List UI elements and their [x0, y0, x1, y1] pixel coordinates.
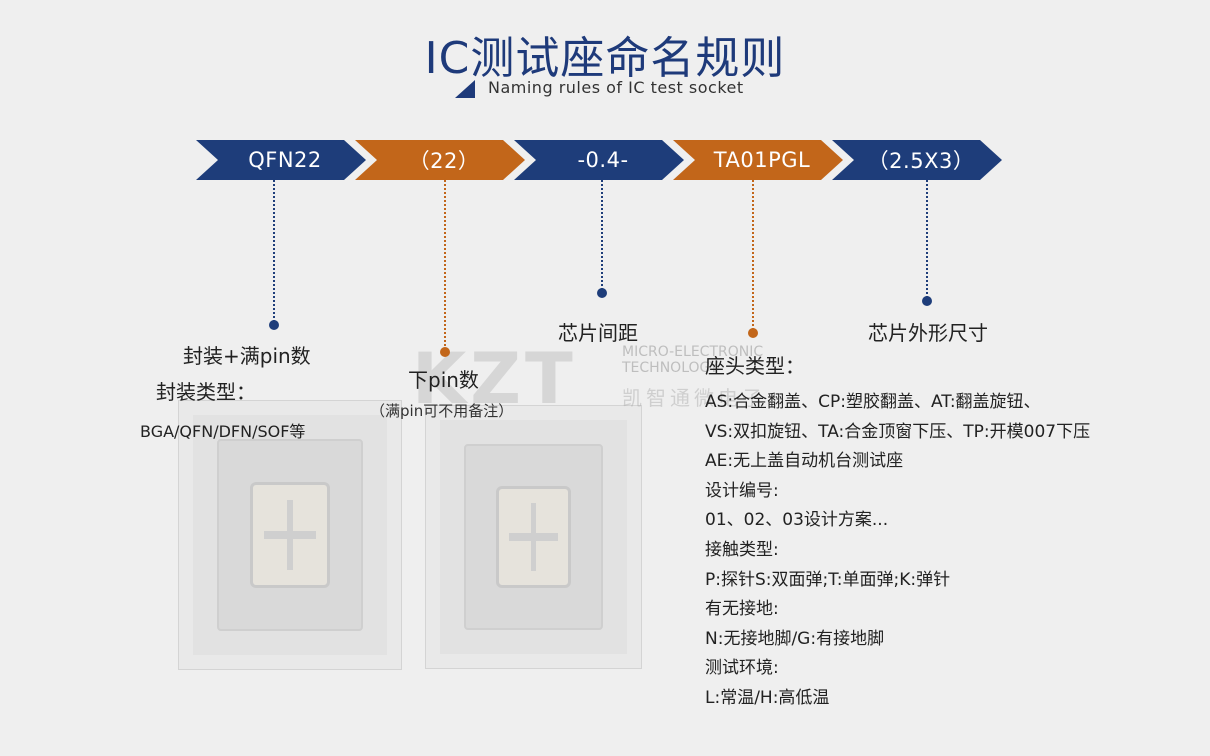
detail-item: 01、02、03设计方案... [705, 510, 889, 531]
detail-list: AS:合金翻盖、CP:塑胶翻盖、AT:翻盖旋钮、 VS:双扣旋钮、TA:合金顶窗… [705, 388, 1090, 714]
watermark-subtext: MICRO-ELECTRONIC TECHNOLOGY [622, 344, 764, 376]
connector-dot-socket-code [748, 328, 758, 338]
detail-item: 设计编号: [705, 480, 779, 501]
detail-item: N:无接地脚/G:有接地脚 [705, 628, 885, 649]
label-package-type-values: BGA/QFN/DFN/SOF等 [140, 422, 306, 441]
label-down-pin: 下pin数 [408, 368, 479, 392]
detail-item: 接触类型: [705, 539, 779, 560]
label-package-type-title: 封装类型： [156, 380, 256, 404]
watermark-logo: KZT [412, 338, 577, 420]
connector-line-package [273, 180, 275, 322]
segment-pitch: -0.4- [514, 140, 684, 180]
label-chip-size: 芯片外形尺寸 [868, 321, 988, 345]
detail-item: 有无接地: [705, 599, 779, 620]
detail-item: L:常温/H:高低温 [705, 687, 830, 708]
triangle-icon [455, 80, 475, 98]
label-pitch: 芯片间距 [558, 321, 638, 345]
page-title: IC测试座命名规则 [424, 33, 786, 84]
segment-socket-code: TA01PGL [673, 140, 843, 180]
connector-dot-package [269, 320, 279, 330]
page-subtitle: Naming rules of IC test socket [488, 78, 744, 97]
connector-line-pitch [601, 180, 603, 290]
detail-item: AS:合金翻盖、CP:塑胶翻盖、AT:翻盖旋钮、 [705, 392, 1041, 412]
connector-line-size [926, 180, 928, 298]
connector-dot-pitch [597, 288, 607, 298]
segment-down-pin: （22） [355, 140, 525, 180]
socket-image-left [178, 400, 402, 670]
detail-item: P:探针S:双面弹;T:单面弹;K:弹针 [705, 569, 951, 590]
connector-dot-down-pin [440, 347, 450, 357]
watermark-cn: 凯智通微电子 [622, 386, 766, 410]
connector-dot-size [922, 296, 932, 306]
segment-package: QFN22 [196, 140, 366, 180]
detail-item: VS:双扣旋钮、TA:合金顶窗下压、TP:开模007下压 [705, 421, 1091, 442]
detail-item: 测试环境: [705, 658, 779, 679]
label-socket-head-title: 座头类型： [705, 354, 805, 378]
label-down-pin-note: （满pin可不用备注） [370, 402, 514, 420]
socket-image-right [425, 405, 642, 669]
connector-line-down-pin [444, 180, 446, 350]
label-package-pin: 封装+满pin数 [183, 344, 311, 368]
segment-size: （2.5X3） [832, 140, 1002, 180]
connector-line-socket-code [752, 180, 754, 330]
detail-item: AE:无上盖自动机台测试座 [705, 451, 904, 472]
